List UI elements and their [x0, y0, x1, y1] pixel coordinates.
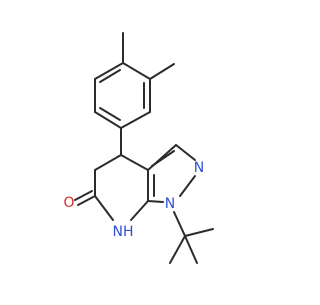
carbonyl-bond-b — [74, 190, 93, 201]
benzene-bond-1 — [94, 62, 124, 80]
atom-label-pyrazole-n1: N — [165, 196, 175, 212]
ring-ch-ch2-bond — [94, 154, 122, 171]
tbutyl-branch-down — [184, 235, 198, 264]
tbutyl-branch-left — [169, 235, 186, 264]
benzene-bond-4 — [120, 111, 151, 129]
pyrazole-n2-n1-bond — [179, 175, 196, 197]
pyrazole-c3-double — [151, 150, 175, 167]
ring-nh-c7a-bond — [130, 200, 149, 221]
molecule-canvas: O NH N N — [63, 32, 214, 264]
atom-label-carbonyl-oxygen: O — [63, 195, 74, 211]
molecule-structure-diagram: O NH N N — [63, 32, 214, 264]
pyrazole-n1-c7a-bond — [147, 200, 164, 203]
ring-ch-c4-bond — [120, 154, 149, 171]
atom-label-ring-nh: NH — [113, 224, 134, 240]
carbonyl-bond-a — [77, 195, 96, 206]
tbutyl-branch-right — [184, 228, 214, 237]
pyrazole-c3-n2-bond — [175, 144, 196, 161]
ring-co-nh-bond — [94, 195, 114, 221]
methyl-bond-right — [149, 63, 175, 80]
benzene-bond-3 — [94, 111, 122, 129]
bond-layer — [74, 32, 214, 264]
atom-label-pyrazole-n2: N — [194, 160, 204, 176]
benzene-bond-6 — [122, 62, 151, 80]
nitrogen-tbutyl-bond — [173, 211, 186, 237]
benzene-double-2 — [99, 107, 121, 121]
benzene-double-1 — [99, 69, 121, 83]
